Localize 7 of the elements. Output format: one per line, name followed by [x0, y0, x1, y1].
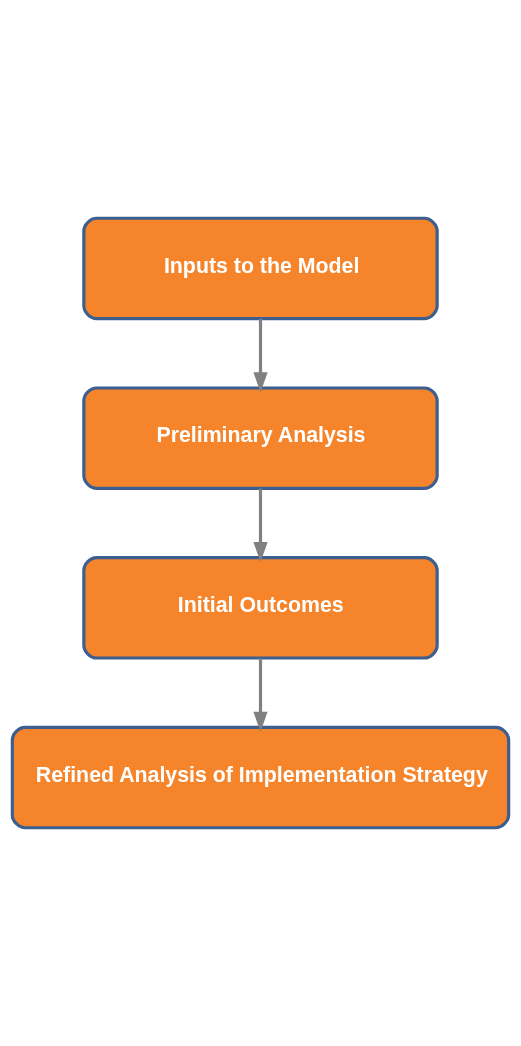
node-box: Inputs to the Model [82, 216, 439, 321]
node-box: Refined Analysis of Implementation Strategy [10, 725, 511, 830]
node-box: Preliminary Analysis [82, 386, 439, 490]
node-box: Initial Outcomes [82, 556, 439, 660]
arrow [253, 488, 268, 563]
arrow [253, 318, 268, 393]
arrow [253, 658, 268, 733]
